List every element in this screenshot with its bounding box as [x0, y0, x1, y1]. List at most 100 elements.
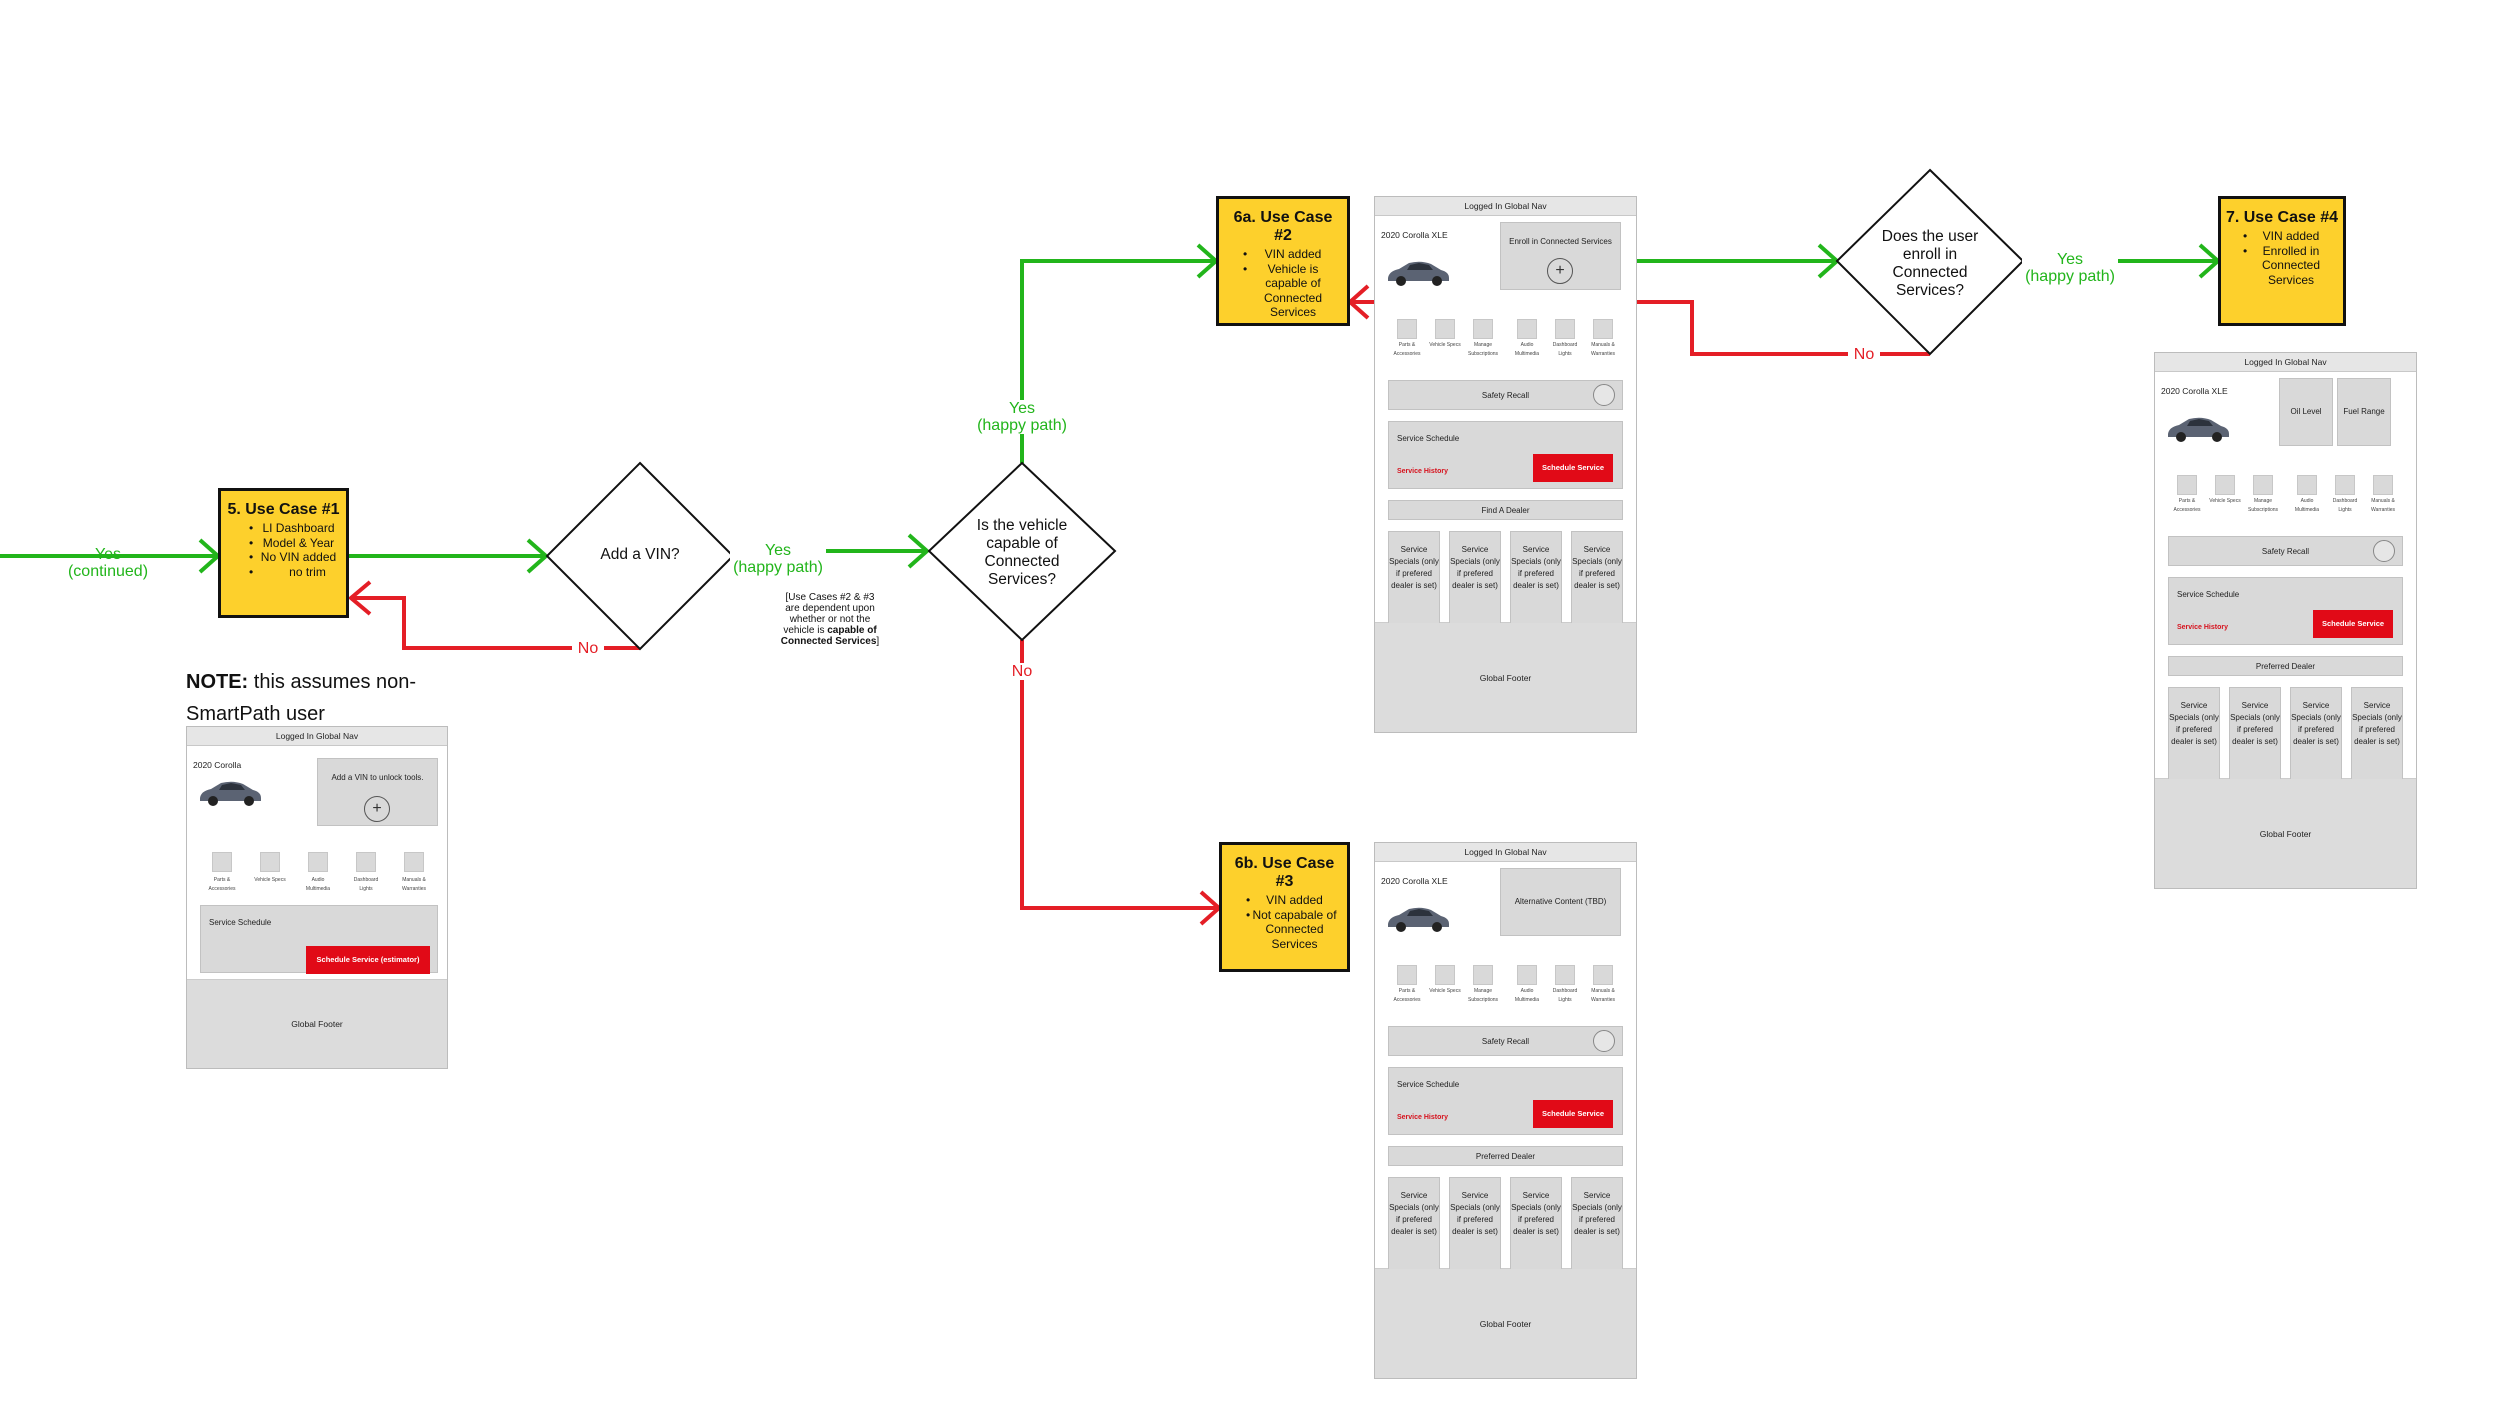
- service-history-link[interactable]: Service History: [2177, 624, 2228, 631]
- promo-text: Enroll in Connected Services: [1509, 237, 1612, 246]
- service-special-card[interactable]: Service Specials (only if prefered deale…: [1388, 1177, 1440, 1277]
- label-no-vin-text: No: [577, 640, 599, 657]
- quick-tile[interactable]: [308, 852, 328, 872]
- service-special-card[interactable]: Service Specials (only if prefered deale…: [2168, 687, 2220, 787]
- quick-tile[interactable]: [1473, 965, 1493, 985]
- safety-recall-toggle-icon[interactable]: [1593, 1030, 1615, 1052]
- service-special-card[interactable]: Service Specials (only if prefered deale…: [1449, 1177, 1501, 1277]
- tile-label: Manuals & Warranties: [402, 877, 426, 892]
- schedule-service-estimator-button[interactable]: Schedule Service (estimator): [306, 946, 430, 974]
- safety-recall-bar[interactable]: Safety Recall: [1388, 380, 1623, 410]
- label-no-capable-text: No: [1011, 663, 1033, 680]
- quick-tile[interactable]: [2373, 475, 2393, 495]
- service-special-card[interactable]: Service Specials (only if prefered deale…: [1510, 531, 1562, 631]
- decision-add-vin-text: Add a VIN?: [600, 546, 680, 563]
- fuel-range-label: Fuel Range: [2343, 407, 2385, 416]
- usecase-3-bullets: VIN added Not capabale of Connected Serv…: [1226, 893, 1343, 951]
- note-dependency-pre: [Use Cases #2 & #3 are dependent upon wh…: [783, 592, 875, 636]
- oil-level-label: Oil Level: [2290, 407, 2322, 416]
- tile-label: Vehicle Specs: [2209, 498, 2241, 504]
- quick-tile[interactable]: [1435, 965, 1455, 985]
- service-history-link[interactable]: Service History: [1397, 1114, 1448, 1121]
- schedule-service-button[interactable]: Schedule Service: [1533, 454, 1613, 482]
- service-special-card[interactable]: Service Specials (only if prefered deale…: [1571, 531, 1623, 631]
- tile-label: Parts & Accessories: [1393, 988, 1421, 1003]
- wireframe-uc1: Logged In Global Nav 2020 Corolla Add a …: [186, 726, 448, 1069]
- service-special-card[interactable]: Service Specials (only if prefered deale…: [2290, 687, 2342, 787]
- tile-label: Parts & Accessories: [208, 877, 236, 892]
- tile-label: Vehicle Specs: [1429, 342, 1461, 348]
- safety-recall-bar[interactable]: Safety Recall: [2168, 536, 2403, 566]
- note-text: this assumes non-SmartPath user: [186, 671, 417, 725]
- wireframe-uc3: Logged In Global Nav 2020 Corolla XLE Al…: [1374, 842, 1637, 1379]
- usecase-3-bullet: VIN added: [1246, 893, 1337, 908]
- quick-tile[interactable]: [2215, 475, 2235, 495]
- quick-tile[interactable]: [1555, 965, 1575, 985]
- quick-tile[interactable]: [1435, 319, 1455, 339]
- quick-tile[interactable]: [2335, 475, 2355, 495]
- car-image: [1388, 907, 1449, 932]
- usecase-3: 6b. Use Case #3 VIN added Not capabale o…: [1219, 842, 1350, 972]
- safety-recall-toggle-icon[interactable]: [2373, 540, 2395, 562]
- safety-recall-bar[interactable]: Safety Recall: [1388, 1026, 1623, 1056]
- car-name: 2020 Corolla XLE: [2161, 386, 2228, 396]
- quick-tile[interactable]: [212, 852, 232, 872]
- quick-tile[interactable]: [1397, 965, 1417, 985]
- usecase-4: 7. Use Case #4 VIN added Enrolled in Con…: [2218, 196, 2346, 326]
- car-name: 2020 Corolla XLE: [1381, 876, 1448, 886]
- quick-tile[interactable]: [1593, 319, 1613, 339]
- wireframe-main: 2020 Corolla XLE Oil Level Fuel Range Pa…: [2155, 372, 2416, 787]
- global-footer: Global Footer: [1375, 1269, 1636, 1378]
- service-special-card[interactable]: Service Specials (only if prefered deale…: [2351, 687, 2403, 787]
- service-special-card[interactable]: Service Specials (only if prefered deale…: [1571, 1177, 1623, 1277]
- service-special-card[interactable]: Service Specials (only if prefered deale…: [1449, 531, 1501, 631]
- quick-tile[interactable]: [1517, 319, 1537, 339]
- fuel-range-box[interactable]: Fuel Range: [2337, 378, 2391, 446]
- car-image: [1388, 261, 1449, 286]
- schedule-service-button[interactable]: Schedule Service: [2313, 610, 2393, 638]
- quick-tile[interactable]: [1473, 319, 1493, 339]
- safety-recall-toggle-icon[interactable]: [1593, 384, 1615, 406]
- car-image: [200, 781, 261, 806]
- tile-label: Audio Multimedia: [1514, 342, 1540, 357]
- quick-tile[interactable]: [404, 852, 424, 872]
- add-vin-plus-icon[interactable]: +: [364, 796, 390, 822]
- usecase-2-bullet: VIN added: [1243, 247, 1337, 262]
- quick-tile[interactable]: [356, 852, 376, 872]
- service-history-link[interactable]: Service History: [1397, 468, 1448, 475]
- quick-tile[interactable]: [2177, 475, 2197, 495]
- service-special-card[interactable]: Service Specials (only if prefered deale…: [1510, 1177, 1562, 1277]
- service-special-card[interactable]: Service Specials (only if prefered deale…: [2229, 687, 2281, 787]
- quick-tile[interactable]: [260, 852, 280, 872]
- usecase-4-bullets: VIN added Enrolled in Connected Services: [2225, 229, 2339, 287]
- schedule-service-button[interactable]: Schedule Service: [1533, 1100, 1613, 1128]
- promo-box: Alternative Content (TBD): [1500, 868, 1621, 936]
- quick-tile[interactable]: [2297, 475, 2317, 495]
- find-dealer-bar[interactable]: Find A Dealer: [1388, 500, 1623, 520]
- quick-tile[interactable]: [1397, 319, 1417, 339]
- quick-tile[interactable]: [1517, 965, 1537, 985]
- safety-recall-label: Safety Recall: [2261, 547, 2310, 556]
- arrow-vin-to-capable: [907, 533, 931, 569]
- quick-tile[interactable]: [1555, 319, 1575, 339]
- decision-enroll-text: Does the user enroll in Connected Servic…: [1881, 228, 1979, 299]
- tile-label: Audio Multimedia: [1514, 988, 1540, 1003]
- label-yes-happy-text: Yes (happy path): [733, 542, 823, 576]
- wireframe-uc2: Logged In Global Nav 2020 Corolla XLE En…: [1374, 196, 1637, 733]
- preferred-dealer-label: Preferred Dealer: [2255, 662, 2316, 671]
- global-footer: Global Footer: [2155, 779, 2416, 888]
- preferred-dealer-bar[interactable]: Preferred Dealer: [2168, 656, 2403, 676]
- usecase-1-bullet: no trim: [249, 565, 342, 580]
- preferred-dealer-bar[interactable]: Preferred Dealer: [1388, 1146, 1623, 1166]
- promo-text: Add a VIN to unlock tools.: [331, 773, 424, 782]
- tile-label: Dashboard Lights: [1552, 342, 1578, 357]
- enroll-plus-icon[interactable]: +: [1547, 258, 1573, 284]
- service-special-card[interactable]: Service Specials (only if prefered deale…: [1388, 531, 1440, 631]
- oil-level-box[interactable]: Oil Level: [2279, 378, 2333, 446]
- quick-tile[interactable]: [1593, 965, 1613, 985]
- usecase-4-bullet: Enrolled in Connected Services: [2243, 244, 2333, 288]
- tile-label: Dashboard Lights: [353, 877, 379, 892]
- service-schedule-title: Service Schedule: [2177, 590, 2240, 599]
- tile-label: Manuals & Warranties: [2371, 498, 2395, 513]
- quick-tile[interactable]: [2253, 475, 2273, 495]
